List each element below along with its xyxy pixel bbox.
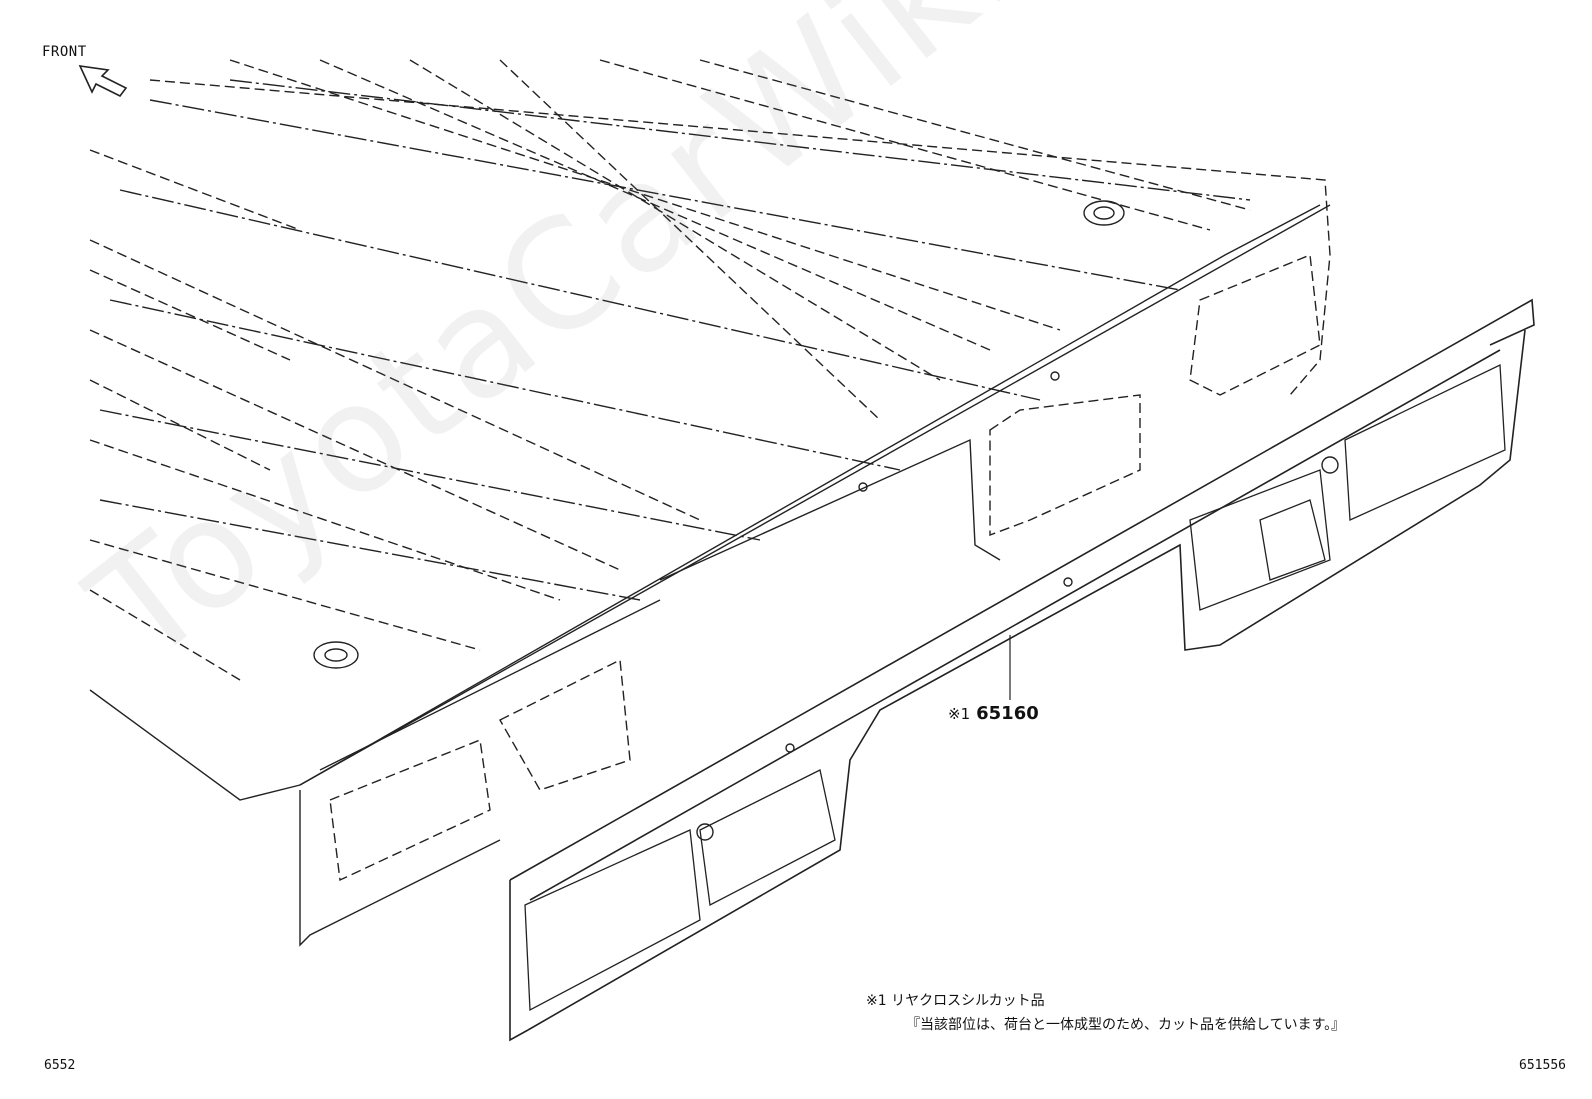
footnote-line1: ※1 リヤクロスシルカット品 [866,993,1045,1009]
bed-front-edge [89,204,1331,947]
part-number[interactable]: 65160 [976,703,1039,724]
part-callout[interactable]: ※1 65160 [948,703,1039,724]
page-code-right: 651556 [1519,1058,1566,1073]
sill-pocket [524,363,1506,1012]
tie-down-hole [313,200,1125,669]
bed-floor-ribs [99,79,1251,601]
sill-holes [696,371,1339,841]
front-arrow-icon [78,65,128,98]
body-pocket [329,254,1321,882]
rear-cross-sill-65160 [509,298,1535,1042]
page-code-left: 6552 [44,1058,76,1073]
footnote-line2: 『当該部位は、荷台と一体成型のため、カット品を供給しています。』 [906,1017,1346,1033]
callout-mark: ※1 [948,705,971,723]
bed-floor [89,59,1331,681]
front-label: FRONT [42,44,87,60]
